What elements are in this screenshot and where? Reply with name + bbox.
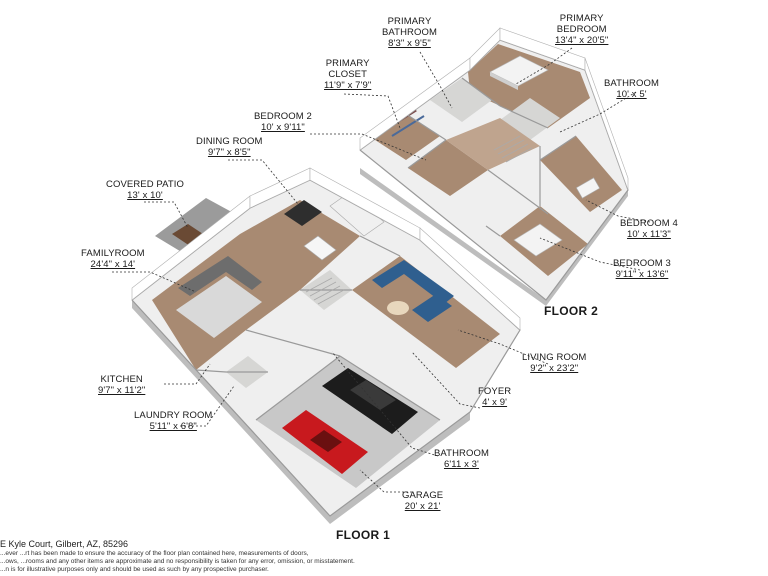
label-dining-room: DINING ROOM 9'7" x 8'5"	[196, 136, 263, 158]
room-dimensions: 10' x 5'	[616, 89, 647, 100]
label-bathroom-upper: BATHROOM 10' x 5'	[604, 78, 659, 100]
room-name: COVERED PATIO	[106, 179, 185, 190]
room-name: FOYER	[478, 386, 512, 397]
room-dimensions: 10' x 9'11"	[261, 122, 305, 133]
dining-table	[284, 200, 322, 226]
footer-line: ...ows, ...rooms and any other items are…	[0, 558, 355, 565]
room-dimensions: 24'4" x 14'	[90, 259, 136, 270]
room-dimensions: 9'7" x 11'2"	[98, 385, 146, 396]
bedroom4-floor	[540, 136, 622, 212]
room-dimensions: 6'11 x 3'	[443, 459, 479, 470]
room-name: BEDROOM 3	[613, 258, 671, 269]
label-primary-bedroom: PRIMARY BEDROOM 13'4" x 20'5"	[555, 13, 608, 46]
covered-patio-floor	[155, 198, 250, 262]
label-bathroom-lower: BATHROOM 6'11 x 3'	[434, 448, 489, 470]
living-sofa	[372, 260, 454, 304]
label-foyer: FOYER 4' x 9'	[478, 386, 511, 408]
room-name: BATHROOM	[382, 27, 437, 38]
label-living-room: LIVING ROOM 9'2" x 23'2"	[522, 352, 586, 374]
room-dimensions: 13' x 10'	[127, 190, 163, 201]
footer-disclaimer: E Kyle Court, Gilbert, AZ, 85296 ...ever…	[0, 539, 355, 574]
room-name: BATHROOM	[604, 78, 659, 89]
floor1-title: FLOOR 1	[336, 528, 391, 542]
room-name: BATHROOM	[434, 448, 489, 459]
black-car-roof	[350, 380, 396, 410]
room-name: BEDROOM 2	[254, 111, 312, 122]
floor2-title: FLOOR 2	[544, 304, 599, 318]
room-dimensions: 4' x 9'	[482, 397, 508, 408]
floor1-plan	[131, 167, 521, 524]
label-primary-bathroom: PRIMARY BATHROOM 8'3" x 9'5"	[382, 16, 437, 49]
room-name: BEDROOM 4	[620, 218, 678, 229]
room-name: BEDROOM	[556, 24, 607, 35]
label-bedroom-2: BEDROOM 2 10' x 9'11"	[254, 111, 312, 133]
room-dimensions: 9'11" x 13'6"	[615, 269, 669, 280]
room-dimensions: 9'7" x 8'5"	[207, 147, 251, 158]
living-ottoman	[387, 301, 409, 315]
room-name: CLOSET	[328, 69, 367, 80]
label-familyroom: FAMILYROOM 24'4" x 14'	[81, 248, 145, 270]
room-dimensions: 8'3" x 9'5"	[388, 38, 431, 49]
bedroom3-bed	[513, 223, 563, 257]
footer-address: E Kyle Court, Gilbert, AZ, 85296	[0, 539, 129, 549]
room-name: PRIMARY	[559, 13, 604, 24]
garage-floor	[256, 356, 440, 488]
room-dimensions: 9'2" x 23'2"	[530, 363, 579, 374]
room-name: GARAGE	[402, 490, 444, 501]
room-dimensions: 5'11" x 6'8"	[149, 421, 197, 432]
leader-lines	[112, 47, 651, 493]
footer-line: ...ever ...rt has been made to ensure th…	[0, 550, 309, 557]
red-car-seats	[310, 430, 342, 452]
room-name: FAMILYROOM	[81, 248, 145, 259]
footer-line: ...n is for illustrative purposes only a…	[0, 566, 269, 573]
family-rug	[176, 276, 262, 338]
label-laundry-room: LAUNDRY ROOM 5'11" x 6'8"	[134, 410, 212, 432]
room-name: LAUNDRY ROOM	[134, 410, 213, 421]
room-dimensions: 10' x 11'3"	[627, 229, 671, 240]
label-garage: GARAGE 20' x 21'	[402, 490, 443, 512]
room-name: PRIMARY	[325, 58, 370, 69]
primary-bedroom-floor	[468, 44, 590, 128]
room-name: LIVING ROOM	[522, 352, 587, 363]
room-name: DINING ROOM	[196, 136, 263, 147]
room-dimensions: 11'9" x 7'9"	[324, 80, 372, 91]
room-dimensions: 13'4" x 20'5"	[555, 35, 609, 46]
floor2-plan	[359, 27, 629, 306]
primary-bed-side	[490, 72, 518, 90]
upper-hall-floor	[446, 118, 540, 170]
room-dimensions: 20' x 21'	[404, 501, 441, 512]
family-sofa	[178, 256, 262, 296]
room-name: PRIMARY	[387, 16, 432, 27]
label-bedroom-3: BEDROOM 3 9'11" x 13'6"	[613, 258, 671, 280]
room-name: KITCHEN	[100, 374, 143, 385]
label-kitchen: KITCHEN 9'7" x 11'2"	[98, 374, 145, 396]
living-sofa-chaise	[412, 294, 452, 322]
label-bedroom-4: BEDROOM 4 10' x 11'3"	[620, 218, 678, 240]
kitchen-island	[303, 235, 337, 261]
label-primary-closet: PRIMARY CLOSET 11'9" x 7'9"	[324, 58, 371, 91]
label-covered-patio: COVERED PATIO 13' x 10'	[106, 179, 184, 201]
